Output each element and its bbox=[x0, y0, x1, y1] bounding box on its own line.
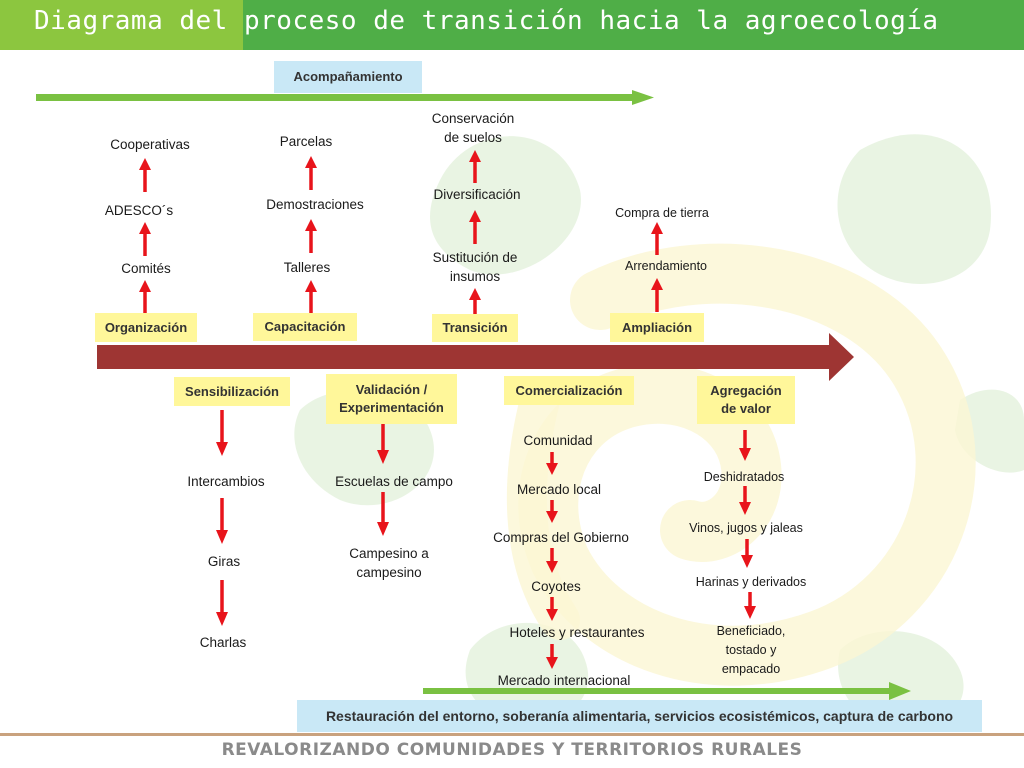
comercializacion-item: Mercado local bbox=[516, 482, 602, 497]
stage-ampliacion: Ampliación bbox=[610, 313, 704, 342]
outcomes-label: Restauración del entorno, soberanía alim… bbox=[325, 708, 954, 724]
organizacion-item: ADESCO´s bbox=[104, 203, 174, 218]
stage-comercializacion: Comercialización bbox=[504, 376, 634, 405]
outcomes-banner: Restauración del entorno, soberanía alim… bbox=[297, 700, 982, 732]
transicion-item: Sustitución de insumos bbox=[432, 250, 518, 284]
comercializacion-item: Compras del Gobierno bbox=[493, 530, 629, 545]
stage-label: Transición bbox=[442, 320, 508, 335]
sensibilizacion-arrows bbox=[216, 410, 228, 626]
sensibilizacion-item: Charlas bbox=[199, 635, 247, 650]
validacion-item: Campesino a campesino bbox=[349, 546, 429, 580]
agregacion-item: Vinos, jugos y jaleas bbox=[689, 521, 803, 535]
title-bar: Diagrama del proceso de transición hacia… bbox=[0, 0, 1024, 50]
page-title: Diagrama del proceso de transición hacia… bbox=[34, 6, 939, 36]
footer-divider bbox=[0, 733, 1024, 736]
stage-label: Sensibilización bbox=[185, 383, 279, 399]
agregacion-item: Deshidratados bbox=[703, 470, 785, 484]
main-timeline-arrow bbox=[97, 333, 854, 381]
agregacion-arrows bbox=[739, 430, 756, 619]
sensibilizacion-item: Intercambios bbox=[187, 474, 265, 489]
transicion-arrows bbox=[469, 150, 481, 320]
stage-label: Validación / Experimentación bbox=[339, 382, 444, 415]
organizacion-arrows bbox=[139, 158, 151, 313]
accompaniment-box: Acompañamiento bbox=[274, 61, 422, 93]
validacion-item: Escuelas de campo bbox=[335, 474, 453, 489]
stage-label: Agregación de valor bbox=[710, 383, 782, 416]
accompaniment-arrow bbox=[36, 90, 654, 105]
capacitacion-item: Talleres bbox=[283, 260, 331, 275]
agregacion-item: Harinas y derivados bbox=[695, 575, 807, 589]
comercializacion-item: Hoteles y restaurantes bbox=[509, 625, 645, 640]
organizacion-item: Comités bbox=[121, 261, 171, 276]
transicion-item: Diversificación bbox=[433, 187, 521, 202]
stage-label: Ampliación bbox=[621, 319, 693, 335]
comercializacion-item: Coyotes bbox=[531, 579, 581, 594]
comercializacion-arrows bbox=[546, 452, 558, 669]
stage-transicion: Transición bbox=[432, 314, 518, 342]
stage-agregacion: Agregación de valor bbox=[697, 376, 795, 424]
sensibilizacion-item: Giras bbox=[207, 554, 241, 569]
agregacion-item: Beneficiado, tostado y empacado bbox=[716, 624, 786, 676]
stage-capacitacion: Capacitación bbox=[253, 313, 357, 341]
stage-organizacion: Organización bbox=[95, 313, 197, 342]
ampliacion-item: Arrendamiento bbox=[625, 259, 707, 273]
accompaniment-label: Acompañamiento bbox=[293, 69, 403, 84]
stage-label: Organización bbox=[104, 319, 188, 335]
capacitacion-item: Demostraciones bbox=[266, 197, 364, 212]
transicion-item: Conservación de suelos bbox=[431, 111, 515, 145]
comercializacion-item: Comunidad bbox=[523, 433, 593, 448]
stage-validacion: Validación / Experimentación bbox=[326, 374, 457, 424]
stage-label: Comercialización bbox=[515, 382, 623, 398]
bottom-green-arrow bbox=[423, 682, 911, 700]
capacitacion-item: Parcelas bbox=[279, 134, 333, 149]
stage-label: Capacitación bbox=[264, 319, 346, 334]
footer-slogan: REVALORIZANDO COMUNIDADES Y TERRITORIOS … bbox=[221, 740, 803, 760]
organizacion-item: Cooperativas bbox=[110, 137, 190, 152]
ampliacion-item: Compra de tierra bbox=[615, 206, 709, 220]
capacitacion-arrows bbox=[305, 156, 317, 313]
ampliacion-arrows bbox=[651, 222, 663, 312]
comercializacion-item: Mercado internacional bbox=[497, 673, 631, 688]
stage-sensibilizacion: Sensibilización bbox=[174, 377, 290, 406]
